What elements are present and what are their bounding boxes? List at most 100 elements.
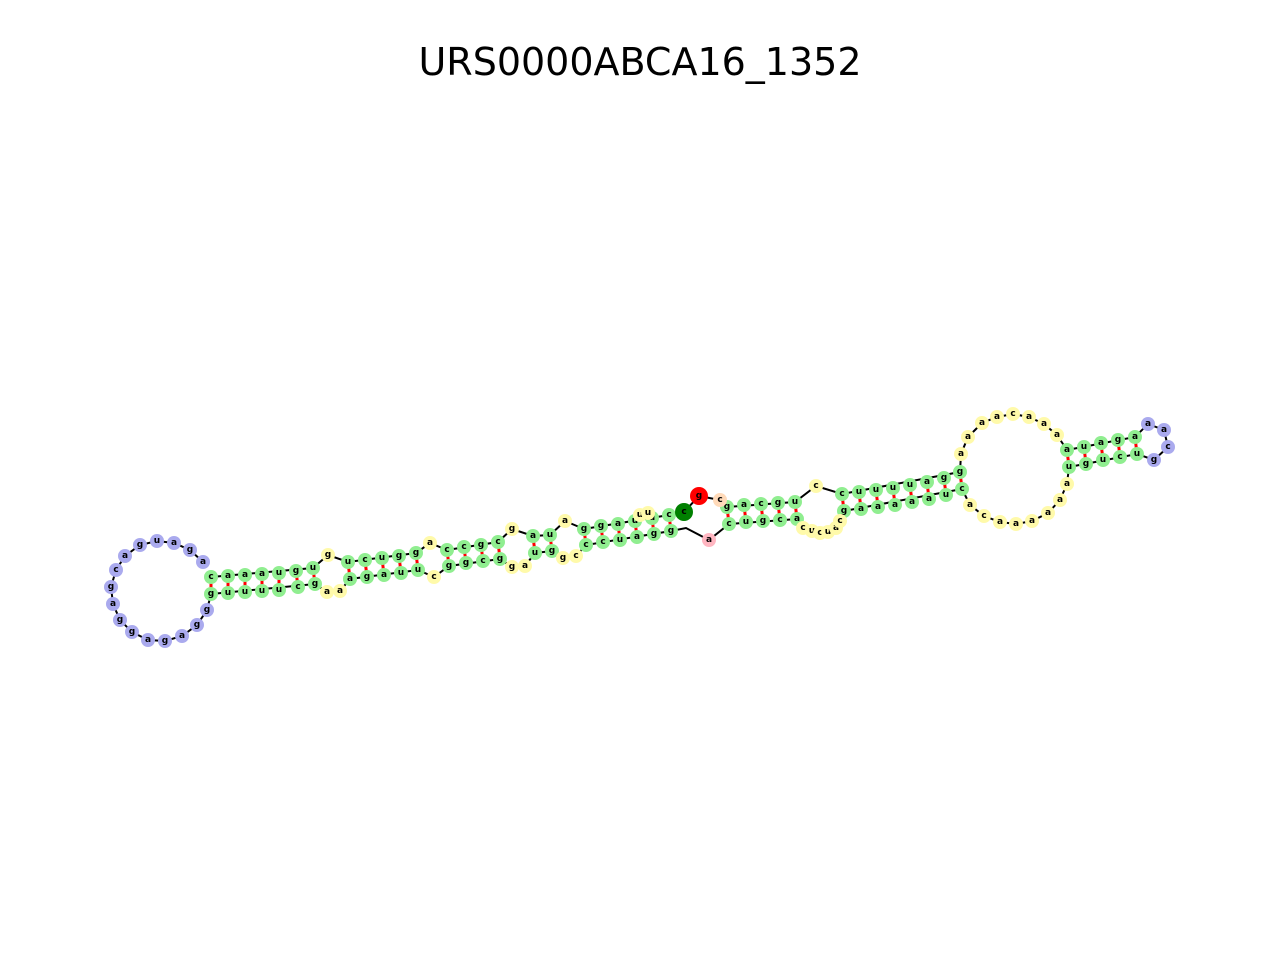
three-prime-end-nucleotide: c [675,503,693,521]
nucleotide-stem-bottom-26: g [756,514,770,528]
nucleotide-left-hairpin-4: a [118,549,132,563]
nucleotide-left-hairpin-10: a [141,633,155,647]
svg-text:g: g [841,506,847,516]
nucleotides: cgauauauuugcuguacguagugucgcggccgauuggcgc… [104,407,1175,648]
nucleotide-stem-top-11: g [409,546,423,560]
nucleotide-stem-bottom-9: a [377,568,391,582]
nucleotide-stem-top-3: a [255,567,269,581]
svg-text:a: a [1064,479,1070,489]
svg-text:c: c [600,537,605,547]
svg-text:u: u [259,586,265,596]
svg-text:g: g [204,605,210,615]
nucleotide-stem-top-37: a [1060,443,1074,457]
svg-text:g: g [724,502,730,512]
svg-text:g: g [364,572,370,582]
nucleotide-stem-bottom-24: c [722,517,736,531]
nucleotide-loop-31: a [1009,517,1023,531]
svg-text:c: c [758,499,763,509]
nucleotide-loop-32: a [1025,514,1039,528]
svg-text:g: g [325,550,331,560]
nucleotide-stem-bottom-8: g [360,570,374,584]
svg-text:a: a [926,494,932,504]
svg-text:g: g [598,521,604,531]
svg-text:c: c [817,528,822,538]
svg-text:u: u [398,568,404,578]
nucleotide-stem-top-20: a [611,517,625,531]
svg-text:c: c [717,495,722,505]
nucleotide-stem-top-26: c [754,497,768,511]
nucleotide-stem-bottom-34: a [922,492,936,506]
nucleotide-left-hairpin-8: g [113,613,127,627]
nucleotide-left-hairpin-5: c [109,563,123,577]
nucleotide-loop-6: g [505,560,519,574]
nucleotide-left-hairpin-0: g [183,543,197,557]
svg-text:c: c [1117,452,1122,462]
svg-text:a: a [1054,430,1060,440]
svg-text:g: g [413,548,419,558]
svg-text:g: g [775,498,781,508]
svg-text:c: c [726,519,731,529]
svg-text:c: c [461,542,466,552]
svg-text:c: c [431,572,436,582]
svg-text:g: g [509,524,515,534]
nucleotide-loop-12: u [641,506,655,520]
svg-text:a: a [171,538,177,548]
nucleotide-stem-top-6: u [306,561,320,575]
svg-text:g: g [696,491,702,501]
svg-text:g: g [137,540,143,550]
five-prime-end-nucleotide: g [690,487,708,505]
nucleotide-stem-top-0: c [204,570,218,584]
svg-text:g: g [187,545,193,555]
svg-text:c: c [981,511,986,521]
nucleotide-right-hairpin-3: g [1147,453,1161,467]
nucleotide-stem-top-30: u [852,485,866,499]
svg-text:u: u [825,527,831,537]
svg-text:a: a [1045,508,1051,518]
svg-text:a: a [347,574,353,584]
nucleotide-stem-bottom-14: c [476,554,490,568]
svg-text:c: c [573,551,578,561]
nucleotide-stem-bottom-4: u [272,583,286,597]
svg-text:g: g [117,615,123,625]
svg-text:g: g [312,579,318,589]
svg-text:u: u [637,510,643,520]
nucleotide-stem-bottom-18: c [579,538,593,552]
svg-text:u: u [310,563,316,573]
svg-text:c: c [837,516,842,526]
svg-text:g: g [108,582,114,592]
nucleotide-left-hairpin-12: a [175,629,189,643]
svg-text:u: u [743,517,749,527]
svg-text:a: a [324,587,330,597]
svg-text:a: a [530,531,536,541]
nucleotide-stem-bottom-31: a [871,500,885,514]
nucleotide-right-hairpin-1: a [1157,423,1171,437]
svg-text:a: a [1064,445,1070,455]
svg-text:a: a [892,500,898,510]
svg-text:a: a [997,517,1003,527]
svg-text:a: a [122,551,128,561]
nucleotide-loop-10: c [569,549,583,563]
nucleotide-left-hairpin-7: a [106,597,120,611]
svg-text:a: a [875,502,881,512]
nucleotide-stem-bottom-41: u [1130,447,1144,461]
svg-text:u: u [907,480,913,490]
svg-text:c: c [777,515,782,525]
nucleotide-right-hairpin-0: a [1141,417,1155,431]
nucleotide-stem-top-28: u [788,495,802,509]
svg-text:g: g [208,589,214,599]
backbone [109,412,1170,643]
nucleotide-left-hairpin-6: g [104,580,118,594]
nucleotide-stem-top-12: c [440,543,454,557]
nucleotide-stem-bottom-40: c [1113,450,1127,464]
nucleotide-left-hairpin-15: a [196,555,210,569]
nucleotide-loop-29: c [977,509,991,523]
nucleotide-loop-9: g [556,551,570,565]
svg-text:u: u [1134,449,1140,459]
svg-text:u: u [345,557,351,567]
svg-text:g: g [668,526,674,536]
nucleotide-loop-8: a [558,514,572,528]
nucleotide-loop-20: a [954,447,968,461]
svg-text:g: g [760,516,766,526]
nucleotide-stem-bottom-23: g [664,524,678,538]
